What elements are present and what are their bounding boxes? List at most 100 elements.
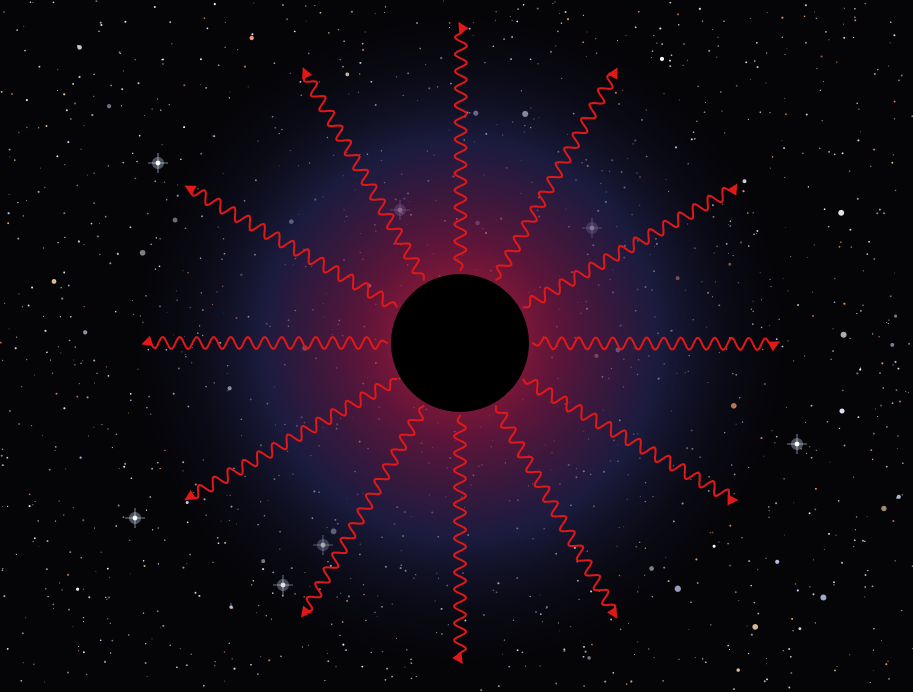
star bbox=[64, 164, 65, 165]
star bbox=[386, 668, 388, 670]
star bbox=[702, 658, 703, 659]
star bbox=[785, 113, 787, 115]
star bbox=[229, 643, 230, 644]
star bbox=[107, 165, 109, 167]
star bbox=[893, 154, 894, 155]
star bbox=[828, 151, 830, 153]
star bbox=[107, 104, 111, 108]
star bbox=[83, 621, 84, 622]
star bbox=[897, 435, 899, 437]
star bbox=[108, 375, 110, 377]
star bbox=[678, 659, 679, 660]
star bbox=[849, 338, 850, 339]
star bbox=[26, 200, 27, 201]
star bbox=[781, 17, 783, 19]
star bbox=[320, 12, 322, 14]
star bbox=[583, 15, 584, 16]
star bbox=[856, 516, 858, 518]
star bbox=[129, 540, 130, 541]
star bbox=[837, 666, 838, 667]
star bbox=[38, 127, 39, 128]
star bbox=[881, 506, 886, 511]
star bbox=[37, 520, 39, 522]
star bbox=[161, 59, 163, 61]
star bbox=[766, 658, 767, 659]
star bbox=[158, 563, 159, 564]
star bbox=[552, 3, 553, 4]
star bbox=[305, 5, 307, 7]
star bbox=[23, 26, 24, 27]
star bbox=[31, 425, 32, 426]
star bbox=[57, 90, 58, 91]
star bbox=[849, 229, 851, 231]
star bbox=[77, 45, 82, 50]
star bbox=[626, 35, 627, 36]
star bbox=[205, 87, 207, 89]
star bbox=[130, 393, 132, 395]
star bbox=[813, 559, 814, 560]
star bbox=[154, 180, 156, 182]
star bbox=[169, 21, 171, 23]
star bbox=[110, 652, 111, 653]
star bbox=[880, 405, 882, 407]
star bbox=[7, 506, 8, 507]
star bbox=[266, 615, 267, 616]
star bbox=[865, 574, 867, 576]
star bbox=[109, 577, 110, 578]
star bbox=[893, 364, 894, 365]
star bbox=[830, 462, 831, 463]
star bbox=[828, 226, 830, 228]
star bbox=[416, 676, 417, 677]
star bbox=[806, 453, 807, 454]
star bbox=[717, 37, 718, 38]
star bbox=[100, 24, 102, 26]
star bbox=[257, 673, 259, 675]
star bbox=[47, 540, 49, 542]
star bbox=[162, 63, 163, 64]
star bbox=[198, 595, 200, 597]
star bbox=[802, 153, 803, 154]
star bbox=[637, 641, 638, 642]
star bbox=[26, 359, 27, 360]
star bbox=[78, 650, 79, 651]
star bbox=[523, 4, 525, 6]
star bbox=[856, 313, 857, 314]
star bbox=[798, 627, 801, 630]
star bbox=[787, 290, 788, 291]
star bbox=[9, 328, 10, 329]
star bbox=[690, 601, 691, 602]
star bbox=[384, 12, 385, 13]
star bbox=[78, 646, 79, 647]
star bbox=[144, 115, 145, 116]
star bbox=[840, 241, 842, 243]
star bbox=[888, 323, 889, 324]
star bbox=[99, 254, 101, 256]
star bbox=[793, 360, 794, 361]
star bbox=[22, 306, 23, 307]
star bbox=[811, 405, 813, 407]
star bbox=[727, 645, 729, 647]
star bbox=[901, 75, 903, 77]
star bbox=[585, 651, 587, 653]
star bbox=[80, 557, 82, 559]
star bbox=[517, 8, 519, 10]
star bbox=[905, 391, 906, 392]
star bbox=[105, 597, 106, 598]
star bbox=[106, 366, 107, 367]
star bbox=[662, 680, 664, 682]
star bbox=[46, 568, 48, 570]
star bbox=[109, 262, 111, 264]
star bbox=[677, 13, 679, 15]
star bbox=[833, 584, 834, 585]
star bbox=[768, 516, 770, 518]
star bbox=[59, 500, 60, 501]
star bbox=[30, 2, 31, 3]
star bbox=[16, 29, 18, 31]
star bbox=[212, 562, 213, 563]
star bbox=[635, 26, 637, 28]
star bbox=[776, 436, 778, 438]
star bbox=[9, 194, 10, 195]
star bbox=[892, 402, 894, 404]
star bbox=[186, 664, 188, 666]
